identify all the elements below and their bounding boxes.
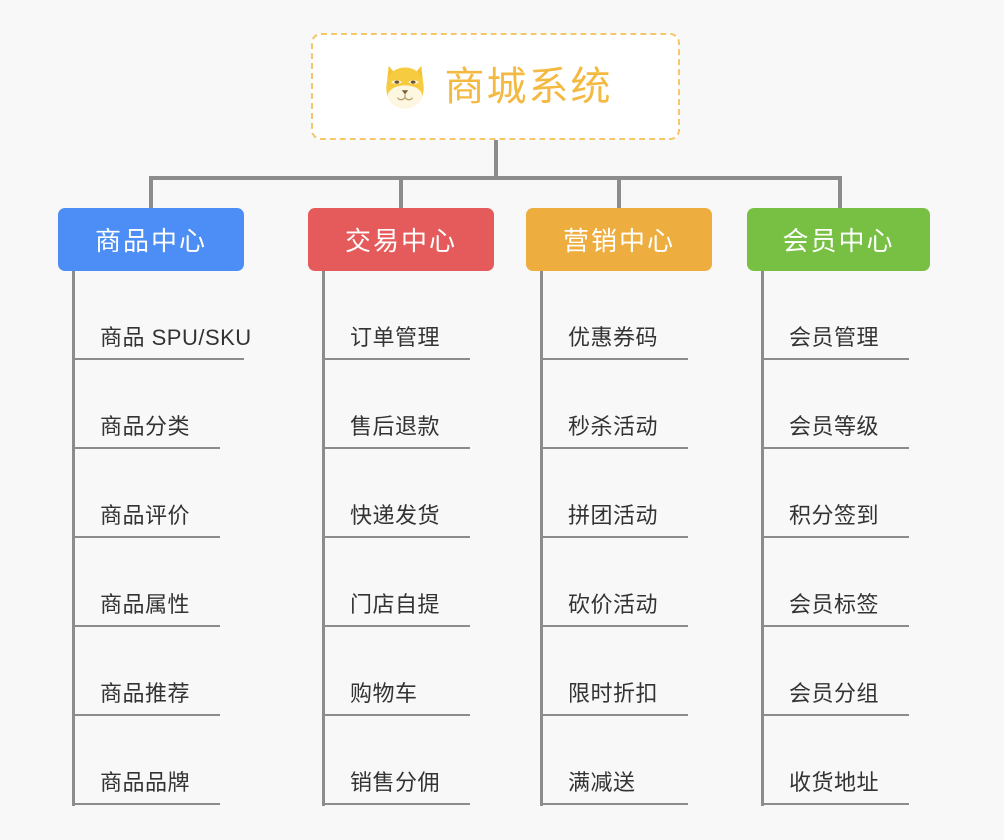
subitem-label: 会员分组 — [789, 681, 880, 706]
subitem-label: 商品评价 — [100, 503, 191, 528]
category-title: 会员中心 — [782, 226, 895, 256]
subitem-label: 商品属性 — [100, 592, 191, 617]
subitem-list-trade: 订单管理 售后退款 快递发货 门店自提 购物车 销售分佣 — [308, 271, 494, 805]
subitem-label: 优惠券码 — [568, 325, 659, 350]
list-item[interactable]: 商品品牌 — [72, 716, 244, 805]
column-spine — [761, 271, 764, 806]
list-item[interactable]: 会员分组 — [761, 627, 930, 716]
list-item[interactable]: 快递发货 — [322, 449, 494, 538]
connector-horizontal-bus — [149, 176, 842, 180]
category-header-member[interactable]: 会员中心 — [747, 208, 930, 271]
list-item[interactable]: 商品评价 — [72, 449, 244, 538]
root-title: 商城系统 — [444, 64, 613, 109]
category-column-trade: 交易中心 订单管理 售后退款 快递发货 门店自提 购物车 销售分佣 — [308, 208, 494, 806]
subitem-label: 快递发货 — [350, 503, 441, 528]
list-item[interactable]: 会员等级 — [761, 360, 930, 449]
root-node-mall-system[interactable]: 商城系统 — [311, 33, 680, 140]
subitem-label: 会员标签 — [789, 592, 880, 617]
subitem-label: 门店自提 — [350, 592, 441, 617]
list-item[interactable]: 购物车 — [322, 627, 494, 716]
subitem-label: 商品品牌 — [100, 770, 191, 795]
subitem-label: 商品推荐 — [100, 681, 191, 706]
subitem-label: 销售分佣 — [350, 770, 441, 795]
subitem-list-member: 会员管理 会员等级 积分签到 会员标签 会员分组 收货地址 — [747, 271, 930, 805]
list-item[interactable]: 商品 SPU/SKU — [72, 271, 251, 360]
category-column-member: 会员中心 会员管理 会员等级 积分签到 会员标签 会员分组 收货地址 — [747, 208, 930, 806]
list-item[interactable]: 优惠券码 — [540, 271, 712, 360]
list-item[interactable]: 砍价活动 — [540, 538, 712, 627]
category-column-product: 商品中心 商品 SPU/SKU 商品分类 商品评价 商品属性 商品推荐 商品品牌 — [58, 208, 251, 806]
subitem-label: 商品分类 — [100, 414, 191, 439]
category-title: 营销中心 — [562, 226, 675, 256]
column-spine — [540, 271, 543, 806]
subitem-label: 拼团活动 — [568, 503, 659, 528]
subitem-label: 会员管理 — [789, 325, 880, 350]
category-header-product[interactable]: 商品中心 — [58, 208, 244, 271]
list-item[interactable]: 满减送 — [540, 716, 712, 805]
subitem-label: 限时折扣 — [568, 681, 659, 706]
subitem-label: 购物车 — [350, 681, 418, 706]
list-item[interactable]: 会员标签 — [761, 538, 930, 627]
subitem-label: 满减送 — [568, 770, 636, 795]
list-item[interactable]: 销售分佣 — [322, 716, 494, 805]
category-column-marketing: 营销中心 优惠券码 秒杀活动 拼团活动 砍价活动 限时折扣 满减送 — [526, 208, 712, 806]
list-item[interactable]: 商品分类 — [72, 360, 244, 449]
list-item[interactable]: 门店自提 — [322, 538, 494, 627]
list-item[interactable]: 限时折扣 — [540, 627, 712, 716]
category-header-trade[interactable]: 交易中心 — [308, 208, 494, 271]
subitem-list-marketing: 优惠券码 秒杀活动 拼团活动 砍价活动 限时折扣 满减送 — [526, 271, 712, 805]
list-item[interactable]: 积分签到 — [761, 449, 930, 538]
subitem-label: 收货地址 — [789, 770, 880, 795]
connector-drop-column-1 — [149, 176, 153, 210]
category-title: 交易中心 — [344, 226, 457, 256]
subitem-label: 商品 SPU/SKU — [100, 325, 252, 350]
subitem-label: 订单管理 — [350, 325, 441, 350]
subitem-label: 秒杀活动 — [568, 414, 659, 439]
column-spine — [322, 271, 325, 806]
connector-drop-column-2 — [399, 176, 403, 210]
subitem-list-product: 商品 SPU/SKU 商品分类 商品评价 商品属性 商品推荐 商品品牌 — [58, 271, 251, 805]
connector-drop-column-4 — [838, 176, 842, 210]
list-item[interactable]: 秒杀活动 — [540, 360, 712, 449]
list-item[interactable]: 售后退款 — [322, 360, 494, 449]
column-spine — [72, 271, 75, 806]
list-item[interactable]: 会员管理 — [761, 271, 930, 360]
subitem-label: 积分签到 — [789, 503, 880, 528]
connector-drop-column-3 — [617, 176, 621, 210]
subitem-label: 会员等级 — [789, 414, 880, 439]
list-item[interactable]: 收货地址 — [761, 716, 930, 805]
category-header-marketing[interactable]: 营销中心 — [526, 208, 712, 271]
subitem-label: 售后退款 — [350, 414, 441, 439]
list-item[interactable]: 商品推荐 — [72, 627, 244, 716]
list-item[interactable]: 商品属性 — [72, 538, 244, 627]
list-item[interactable]: 订单管理 — [322, 271, 494, 360]
category-title: 商品中心 — [94, 226, 207, 256]
subitem-label: 砍价活动 — [568, 592, 659, 617]
list-item[interactable]: 拼团活动 — [540, 449, 712, 538]
connector-root-stem — [494, 140, 498, 178]
shiba-dog-face-icon — [385, 65, 424, 108]
